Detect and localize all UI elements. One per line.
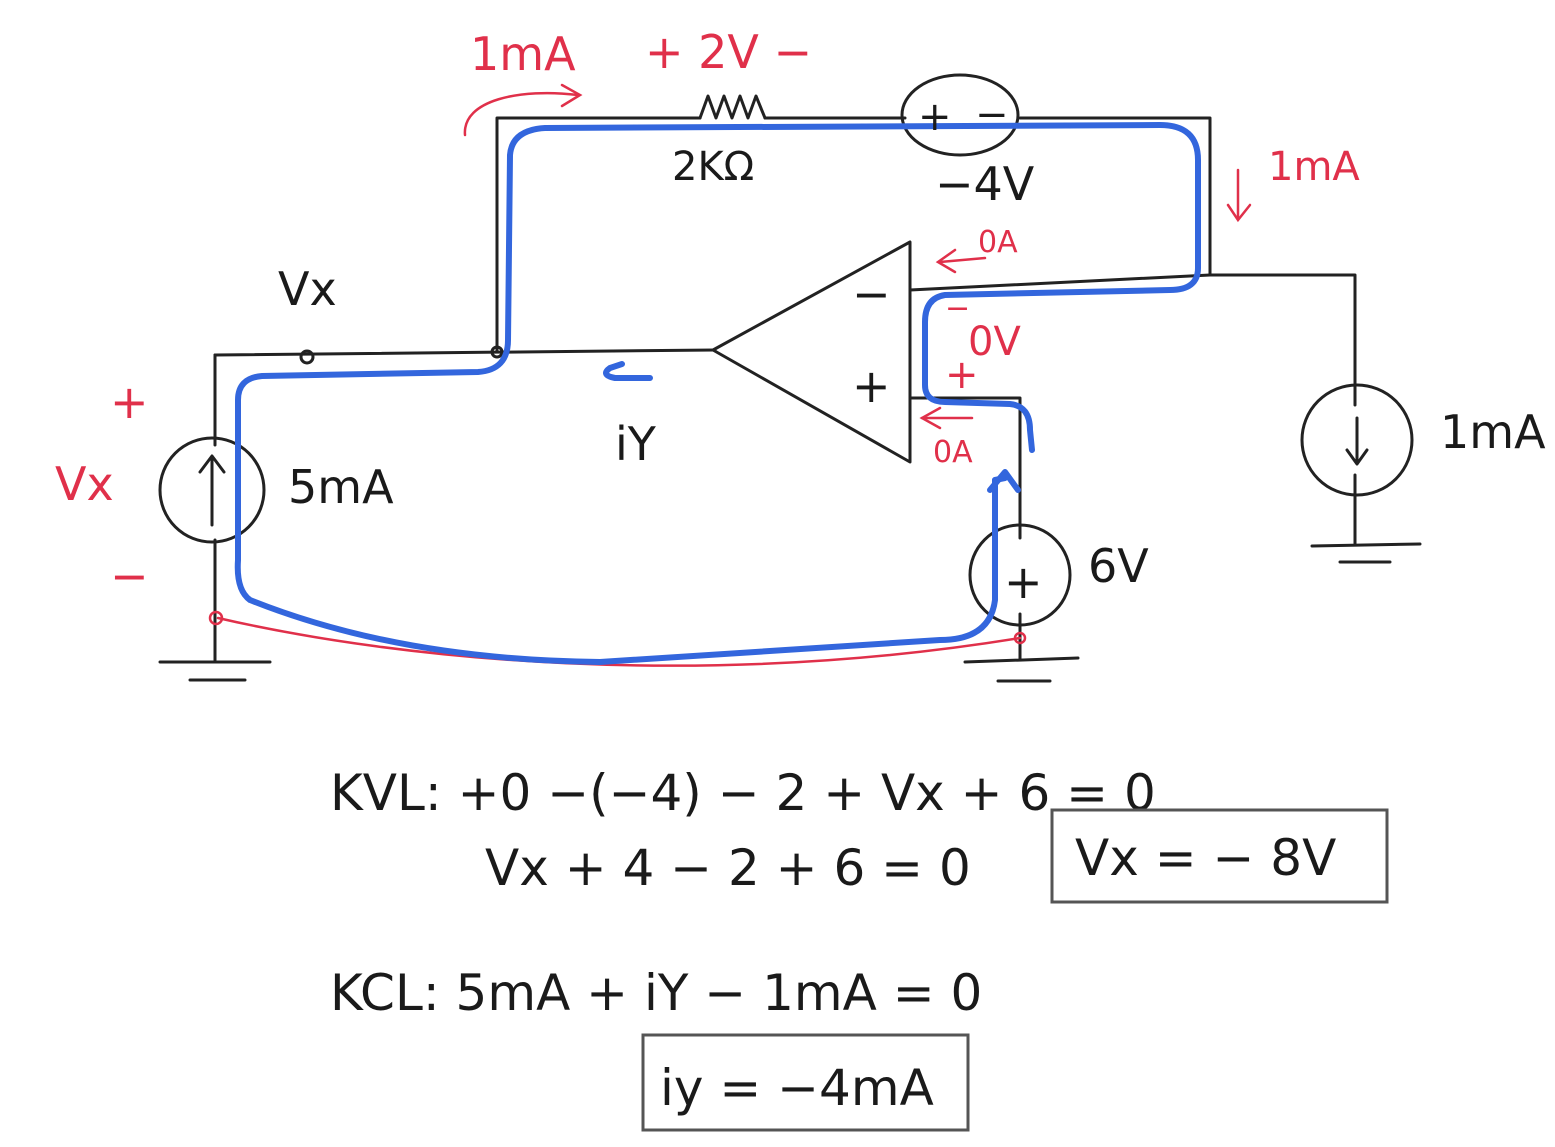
label-resistor-value: 2KΩ xyxy=(672,144,754,190)
equation-kvl-1: KVL: +0 −(−4) − 2 + Vx + 6 = 0 xyxy=(330,764,1156,822)
label-voltage-source-bottom-plus: + xyxy=(1004,555,1043,609)
voltage-source-bottom xyxy=(968,523,1072,627)
label-source-top-value: −4V xyxy=(935,157,1035,211)
label-opamp-input-plus: + xyxy=(945,352,979,398)
iy-arrow xyxy=(603,361,653,381)
node-junction-dot xyxy=(490,345,504,359)
equation-kcl-result: iy = −4mA xyxy=(660,1059,934,1117)
label-top-current: 1mA xyxy=(470,27,576,81)
current-source-right xyxy=(1300,383,1414,497)
label-opamp-input-voltage: 0V xyxy=(968,319,1021,365)
result-box-iy xyxy=(641,1033,970,1132)
kvl-loop-arrowhead xyxy=(987,469,1021,493)
ground-right xyxy=(1310,542,1422,564)
label-opamp-input-minus: − xyxy=(945,291,970,326)
kvl-loop-path xyxy=(234,122,1201,665)
label-source-top-minus: − xyxy=(975,92,1009,138)
voltage-source-top xyxy=(900,73,1020,157)
opamp-triangle xyxy=(711,240,912,464)
label-voltage-source-bottom: 6V xyxy=(1088,539,1149,593)
label-right-current: 1mA xyxy=(1268,144,1360,190)
current-source-left xyxy=(158,436,266,544)
label-opamp-plus: + xyxy=(852,359,891,413)
label-current-source-right: 1mA xyxy=(1440,405,1546,459)
equation-kvl-2: Vx + 4 − 2 + 6 = 0 xyxy=(485,839,971,897)
equation-kcl-1: KCL: 5mA + iY − 1mA = 0 xyxy=(330,964,982,1022)
label-source-top-plus: + xyxy=(918,94,952,140)
label-opamp-plus-current: 0A xyxy=(933,435,973,470)
label-opamp-minus: − xyxy=(852,267,891,321)
label-node-vx: Vx xyxy=(278,262,337,316)
circuit-wires xyxy=(213,116,1357,662)
result-box-vx xyxy=(1050,808,1389,904)
label-resistor-voltage: + 2V − xyxy=(645,25,812,79)
node-vx-dot xyxy=(299,349,315,365)
resistor-2k xyxy=(698,94,767,120)
label-current-source-left: 5mA xyxy=(288,460,394,514)
ground-left xyxy=(158,660,272,682)
label-vx-plus: + xyxy=(110,375,149,429)
label-opamp-minus-current: 0A xyxy=(978,225,1018,260)
equation-kvl-result: Vx = − 8V xyxy=(1075,829,1336,887)
label-iy: iY xyxy=(615,417,657,471)
label-vx-minus: − xyxy=(110,549,149,603)
label-vx: Vx xyxy=(55,457,114,511)
ground-middle xyxy=(963,656,1080,683)
